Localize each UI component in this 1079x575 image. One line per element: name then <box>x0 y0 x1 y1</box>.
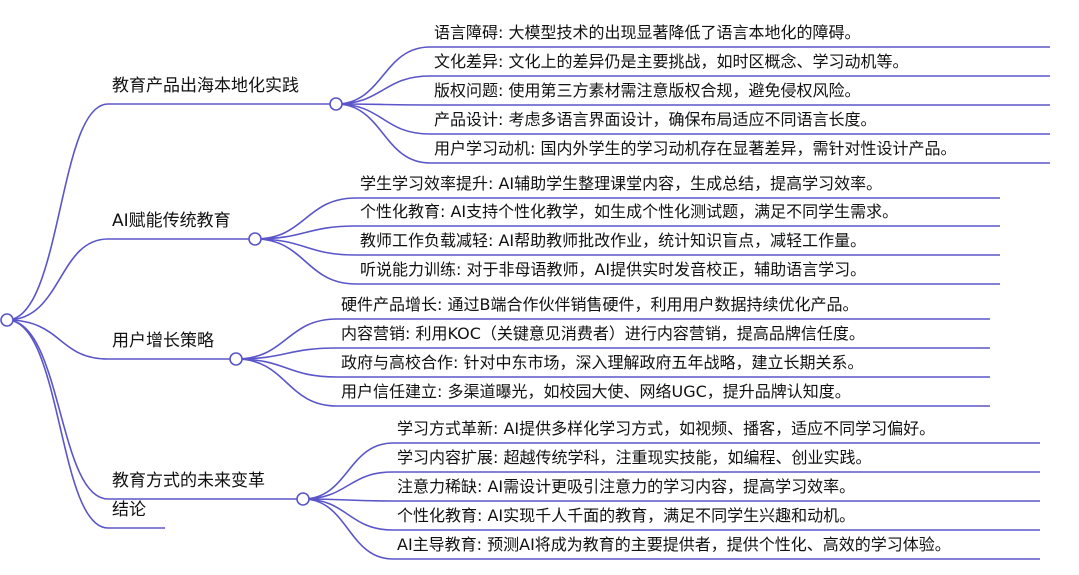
leaf-label-0-4: 用户学习动机: 国内外学生的学习动机存在显著差异，需针对性设计产品。 <box>434 139 957 158</box>
edge-branch-leaf-2-3 <box>235 358 338 407</box>
leaf-label-3-3: 个性化教育: AI实现千人千面的教育，满足不同学生兴趣和动机。 <box>397 506 856 525</box>
leaf-label-3-0: 学习方式革新: AI提供多样化学习方式，如视频、播客，适应不同学习偏好。 <box>397 419 936 438</box>
branch-node-3 <box>296 492 310 506</box>
edge-branch-leaf-1-1 <box>254 225 357 240</box>
branch-label-4: 结论 <box>112 500 146 520</box>
leaf-label-0-0: 语言障碍: 大模型技术的出现显著降低了语言本地化的障碍。 <box>434 23 861 42</box>
leaf-label-3-2: 注意力稀缺: AI需设计更吸引注意力的学习内容，提高学习效率。 <box>397 477 856 496</box>
leaf-label-2-2: 政府与高校合作: 针对中东市场，深入理解政府五年战略，建立长期关系。 <box>341 353 864 372</box>
edge-root-branch-2 <box>6 319 109 360</box>
edge-root-branch-4 <box>6 319 109 529</box>
edge-branch-leaf-3-3 <box>302 498 394 531</box>
edge-branch-leaf-2-1 <box>235 347 338 360</box>
edge-branch-leaf-1-2 <box>254 238 357 256</box>
branch-node-1 <box>248 232 262 246</box>
leaf-label-1-2: 教师工作负载减轻: AI帮助教师批改作业，统计知识盲点，减轻工作量。 <box>360 231 867 250</box>
edge-branch-leaf-1-3 <box>254 238 357 285</box>
leaf-label-3-4: AI主导教育: 预测AI将成为教育的主要提供者，提供个性化、高效的学习体验。 <box>397 535 951 554</box>
edge-root-branch-1 <box>6 238 109 321</box>
edge-branch-leaf-3-0 <box>302 442 394 500</box>
edge-branch-leaf-0-4 <box>335 103 431 164</box>
leaf-label-2-1: 内容营销: 利用KOC（关键意见消费者）进行内容营销，提高品牌信任度。 <box>341 324 865 343</box>
leaf-label-2-0: 硬件产品增长: 通过B端合作伙伴销售硬件，利用用户数据持续优化产品。 <box>341 295 859 314</box>
leaf-label-1-1: 个性化教育: AI支持个性化教学，如生成个性化测试题，满足不同学生需求。 <box>360 202 899 221</box>
leaf-label-3-1: 学习内容扩展: 超越传统学科，注重现实技能，如编程、创业实践。 <box>397 448 872 467</box>
edge-branch-leaf-0-3 <box>335 103 431 135</box>
branch-label-2: 用户增长策略 <box>112 331 214 351</box>
leaf-label-1-3: 听说能力训练: 对于非母语教师，AI提供实时发音校正，辅助语言学习。 <box>360 260 867 279</box>
branch-label-0: 教育产品出海本地化实践 <box>112 76 299 96</box>
edge-branch-leaf-3-4 <box>302 498 394 560</box>
branch-node-0 <box>329 97 343 111</box>
edge-root-branch-3 <box>6 319 109 500</box>
branch-label-1: AI赋能传统教育 <box>112 211 231 231</box>
leaf-label-1-0: 学生学习效率提升: AI辅助学生整理课堂内容，生成总结，提高学习效率。 <box>360 174 883 193</box>
branch-label-3: 教育方式的未来变革 <box>112 471 265 491</box>
edge-branch-leaf-2-2 <box>235 358 338 378</box>
leaf-label-2-3: 用户信任建立: 多渠道曝光，如校园大使、网络UGC，提升品牌认知度。 <box>341 382 851 401</box>
root-node <box>0 313 14 327</box>
edge-branch-leaf-0-1 <box>335 75 431 105</box>
edge-branch-leaf-3-1 <box>302 471 394 500</box>
edge-branch-leaf-0-0 <box>335 46 431 105</box>
leaf-label-0-1: 文化差异: 文化上的差异仍是主要挑战，如时区概念、学习动机等。 <box>434 52 909 71</box>
edge-branch-leaf-0-2 <box>335 103 431 106</box>
edge-branch-leaf-2-0 <box>235 318 338 360</box>
leaf-label-0-3: 产品设计: 考虑多语言界面设计，确保布局适应不同语言长度。 <box>434 110 877 129</box>
leaf-label-0-2: 版权问题: 使用第三方素材需注意版权合规，避免侵权风险。 <box>434 81 861 100</box>
edge-root-branch-0 <box>6 103 109 321</box>
branch-node-2 <box>229 352 243 366</box>
edge-branch-leaf-1-0 <box>254 197 357 240</box>
edge-branch-leaf-3-2 <box>302 498 394 502</box>
